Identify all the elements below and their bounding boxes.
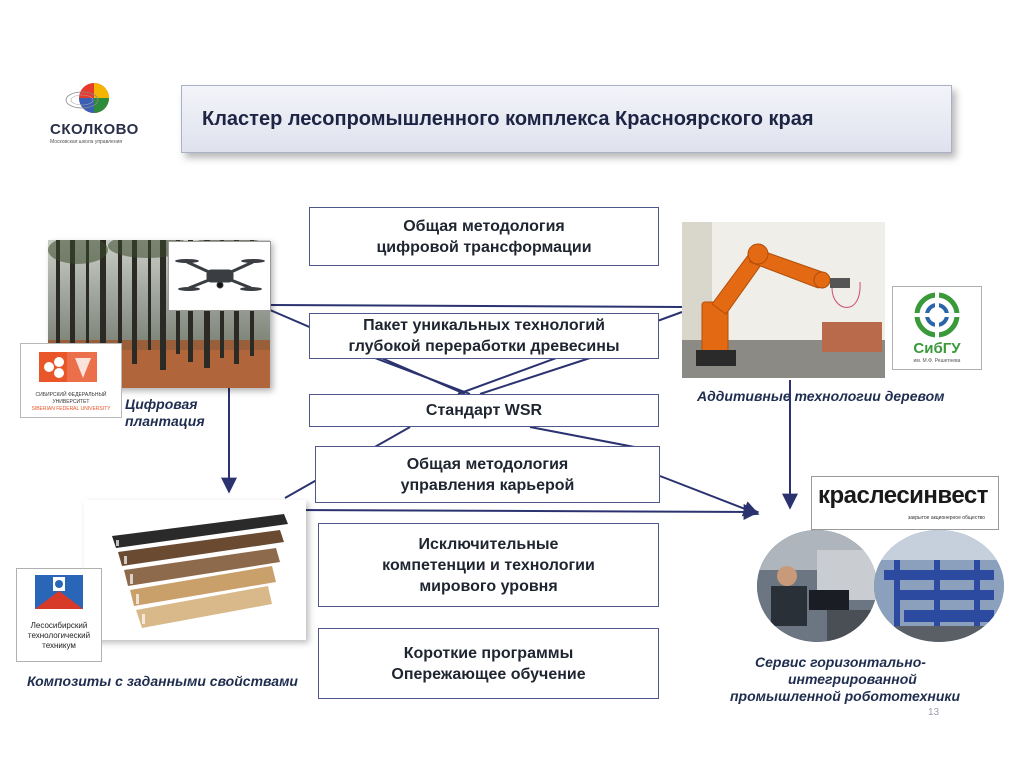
factory-machinery-photo xyxy=(874,530,1004,642)
page-number: 13 xyxy=(928,707,940,718)
box-world-competencies-line2: компетенции и технологии xyxy=(382,556,595,574)
drone-photo xyxy=(168,241,271,311)
caption-digital-plantation: Цифровая плантация xyxy=(125,396,205,430)
factory-operator-photo xyxy=(757,530,877,642)
caption-robotics-line3: промышленной робототехники xyxy=(730,688,961,704)
sfu-emblem-icon xyxy=(39,352,97,382)
caption-robotics-line1: Сервис горизонтально- xyxy=(755,654,926,670)
robot-arm-image xyxy=(682,222,885,378)
skolkovo-logo-subtext: Московская школа управления xyxy=(50,139,123,145)
line-forest-to-robot xyxy=(269,304,683,308)
lesosibirsk-logo: Лесосибирский технологический техникум xyxy=(16,568,102,662)
page-title: Кластер лесопромышленного комплекса Крас… xyxy=(202,107,814,130)
kraslesinvest-logo: краслесинвест закрытое акционерное общес… xyxy=(811,476,999,530)
box-wood-processing-line2: глубокой переработки древесины xyxy=(348,338,620,355)
caption-robotics-line2: интегрированной xyxy=(788,671,917,687)
box-world-competencies-line1: Исключительные xyxy=(418,535,559,553)
box-career-methodology: Общая методология управления карьерой xyxy=(315,446,660,503)
line-tech-to-wsr-right xyxy=(479,357,591,395)
box-short-programs: Короткие программы Опережающее обучение xyxy=(318,628,659,699)
sibgu-emblem-icon xyxy=(913,291,961,339)
arrow-composites-to-service xyxy=(289,503,760,520)
skolkovo-logo-text: СКОЛКОВО xyxy=(50,121,139,138)
box-world-competencies: Исключительные компетенции и технологии … xyxy=(318,523,659,607)
box-digital-transformation-line1: Общая методология xyxy=(403,217,565,235)
box-short-programs-line1: Короткие программы xyxy=(403,644,574,662)
sfu-logo-text: СИБИРСКИЙ ФЕДЕРАЛЬНЫЙ УНИВЕРСИТЕТ xyxy=(35,392,107,405)
caption-composites: Композиты с заданными свойствами xyxy=(27,673,298,689)
caption-digital-plantation-line1: Цифровая xyxy=(125,396,198,412)
sibgu-logo-subtext: им. М.Ф. Решетнева xyxy=(913,358,961,364)
sfu-logo-text-en: SIBERIAN FEDERAL UNIVERSITY xyxy=(31,406,111,412)
box-career-methodology-line1: Общая методология xyxy=(406,455,569,473)
box-short-programs-line2: Опережающее обучение xyxy=(391,665,586,683)
robot-arm-photo xyxy=(682,222,885,378)
kraslesinvest-logo-subtext: закрытое акционерное общество xyxy=(908,515,985,521)
skolkovo-logo: СКОЛКОВО Московская школа управления xyxy=(42,78,152,158)
lesosibirsk-logo-line2: технологический xyxy=(27,631,91,640)
skolkovo-emblem-icon xyxy=(65,83,109,113)
box-wsr-standard: Стандарт WSR xyxy=(309,394,659,427)
kraslesinvest-logo-text: краслесинвест xyxy=(818,482,989,509)
box-career-methodology-line2: управления карьерой xyxy=(400,476,575,494)
caption-robotics-service: Сервис горизонтально- интегрированной пр… xyxy=(730,654,960,705)
sibgu-logo-text: СибГУ xyxy=(913,340,961,357)
box-wsr-standard-line1: Стандарт WSR xyxy=(425,402,543,419)
factory-machinery-image xyxy=(874,530,1004,642)
lesosibirsk-logo-line3: техникум xyxy=(42,641,76,650)
line-tech-to-wsr-left xyxy=(374,357,471,395)
box-wood-processing-line1: Пакет уникальных технологий xyxy=(363,317,605,334)
caption-additive-tech: Аддитивные технологии деревом xyxy=(697,388,945,404)
sfu-logo: СИБИРСКИЙ ФЕДЕРАЛЬНЫЙ УНИВЕРСИТЕТ SIBERI… xyxy=(20,343,122,418)
box-world-competencies-line3: мирового уровня xyxy=(419,577,558,595)
factory-operator-image xyxy=(757,530,877,642)
composite-boards-photo xyxy=(84,500,306,640)
caption-digital-plantation-line2: плантация xyxy=(125,413,205,429)
arrow-career-to-service xyxy=(659,475,760,517)
title-banner: Кластер лесопромышленного комплекса Крас… xyxy=(181,85,952,153)
sibgu-logo: СибГУ им. М.Ф. Решетнева xyxy=(892,286,982,370)
composite-boards-image xyxy=(84,500,306,640)
drone-icon xyxy=(175,259,265,291)
lesosibirsk-logo-line1: Лесосибирский xyxy=(30,621,88,630)
box-digital-transformation-line2: цифровой трансформации xyxy=(376,238,592,256)
lesosibirsk-emblem-icon xyxy=(35,575,83,609)
box-wood-processing-tech: Пакет уникальных технологий глубокой пер… xyxy=(309,313,659,359)
box-digital-transformation: Общая методология цифровой трансформации xyxy=(309,207,659,266)
